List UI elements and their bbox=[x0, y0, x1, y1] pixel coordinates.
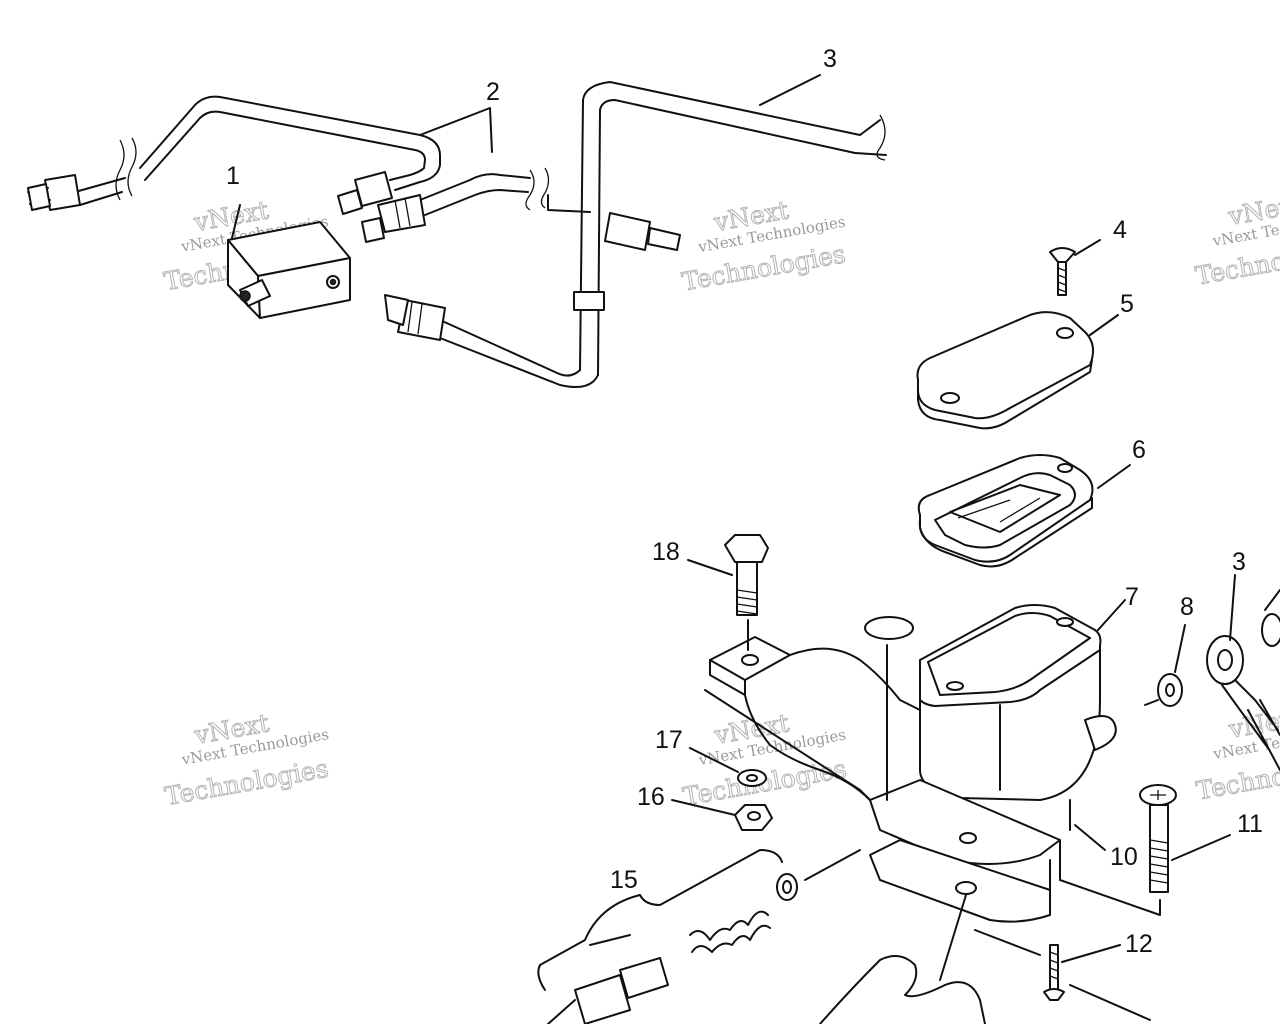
piston-assembly bbox=[537, 849, 861, 1024]
watermark-3: vNext vNext Technologies Technologies bbox=[1193, 189, 1280, 291]
callout-16: 16 bbox=[637, 783, 665, 811]
nut-16 bbox=[671, 799, 773, 831]
callout-6: 6 bbox=[1132, 436, 1146, 464]
callout-8: 8 bbox=[1180, 593, 1194, 621]
callouts: 1 2 3 4 5 6 7 3 8 18 17 16 10 11 15 12 bbox=[226, 45, 1263, 958]
callout-10: 10 bbox=[1110, 843, 1138, 871]
brake-line-left bbox=[27, 95, 441, 215]
callout-1: 1 bbox=[226, 162, 240, 190]
callout-4: 4 bbox=[1113, 216, 1127, 244]
reservoir-cover bbox=[916, 311, 1119, 430]
callout-18: 18 bbox=[652, 538, 680, 566]
junction-block bbox=[227, 204, 351, 319]
brake-line-right bbox=[361, 167, 550, 243]
washer-17 bbox=[689, 747, 767, 787]
callout-3: 3 bbox=[823, 45, 837, 73]
watermark-5: vNext vNext Technologies Technologies bbox=[680, 708, 849, 812]
banjo-fitting bbox=[1206, 574, 1280, 771]
o-ring bbox=[864, 616, 914, 801]
cover-screw bbox=[1049, 239, 1101, 296]
master-cylinder-body bbox=[919, 599, 1126, 801]
watermark-2: vNext vNext Technologies Technologies bbox=[679, 195, 848, 297]
screw-12 bbox=[974, 929, 1151, 1021]
brake-line-long bbox=[384, 74, 887, 388]
diaphragm bbox=[917, 454, 1131, 568]
lead-10 bbox=[1074, 824, 1106, 851]
lead-2 bbox=[419, 107, 493, 153]
clamp-bolt bbox=[687, 534, 769, 651]
lever-housing bbox=[704, 636, 1071, 923]
callout-12: 12 bbox=[1125, 930, 1153, 958]
callout-11: 11 bbox=[1237, 810, 1263, 838]
callout-5: 5 bbox=[1120, 290, 1134, 318]
watermark-4: vNext vNext Technologies Technologies bbox=[162, 708, 331, 812]
callout-2: 2 bbox=[486, 78, 500, 106]
brake-lever bbox=[819, 894, 986, 1024]
callout-7: 7 bbox=[1125, 583, 1139, 611]
screw-11 bbox=[1059, 784, 1231, 916]
washer-8 bbox=[1144, 624, 1186, 707]
callout-17: 17 bbox=[655, 726, 683, 754]
callout-15: 15 bbox=[610, 866, 638, 894]
callout-3b: 3 bbox=[1232, 548, 1246, 576]
